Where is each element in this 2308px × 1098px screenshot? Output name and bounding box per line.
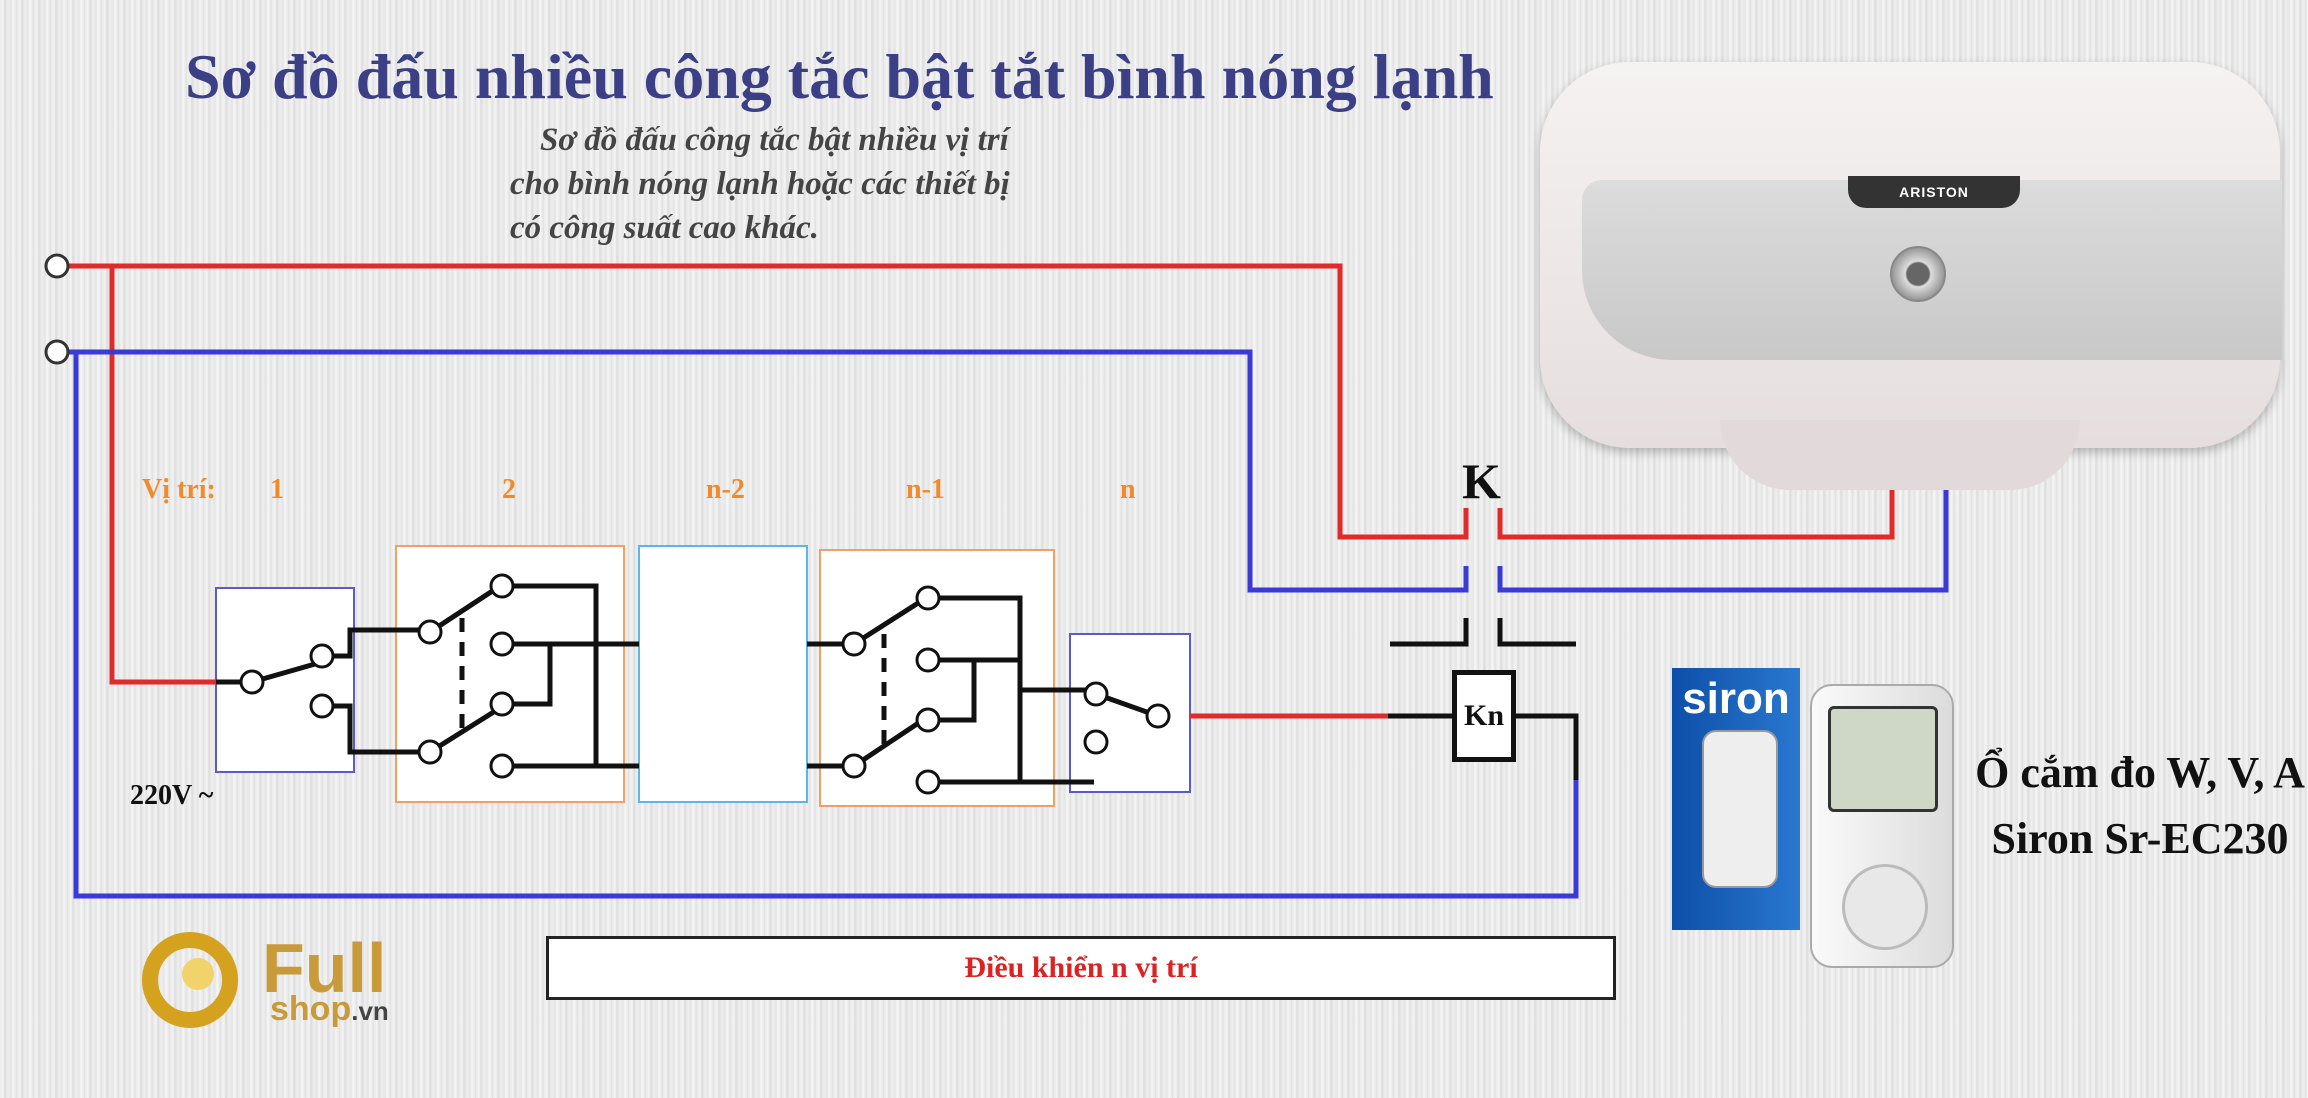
position-n-2-label: n-2 [706,474,745,505]
page-title: Sơ đồ đấu nhiều công tắc bật tắt bình nó… [185,41,1494,112]
contactor-label: K [1462,453,1501,509]
logo-tld: .vn [351,996,389,1026]
voltage-label: 220V ~ [130,780,214,811]
meter-caption-line-2: Siron Sr-EC230 [1991,814,2289,863]
fullshop-logo-icon [142,932,238,1028]
logo-shop: shop.vn [270,990,389,1029]
water-heater-knob [1890,246,1946,302]
meter-box-device [1702,730,1778,888]
position-2-label: 2 [502,474,516,505]
position-1-label: 1 [270,474,284,505]
neutral-terminal [44,339,70,365]
switch-wiring [216,583,1579,785]
live-wire [58,263,1895,719]
subtitle-line-2: cho bình nóng lạnh hoặc các thiết bị [510,166,1010,202]
position-n-label: n [1120,474,1136,505]
subtitle-line-1: Sơ đồ đấu công tắc bật nhiều vị trí [540,122,1009,158]
switch-box-n [1069,633,1191,793]
position-n-1-label: n-1 [906,474,945,505]
power-meter-screen [1828,706,1938,812]
logo-text: Full [262,929,387,1007]
power-meter-socket [1842,864,1928,950]
logo-shop-word: shop [270,990,352,1028]
position-label: Vị trí: [142,474,216,505]
meter-caption-line-1: Ổ cắm đo W, V, A [1975,748,2305,797]
subtitle-line-3: có công suất cao khác. [510,210,819,246]
meter-box-brand: siron [1682,674,1790,723]
live-terminal [44,253,70,279]
control-banner: Điều khiển n vị trí [546,936,1616,1000]
neutral-wire [58,349,1949,899]
switch-contacts [239,573,1171,795]
switch-box-n-2 [638,545,808,803]
water-heater-brand: ARISTON [1848,176,2020,208]
coil-label: Kn [1452,670,1516,762]
water-heater-base [1720,420,2080,490]
meter-caption: Ổ cắm đo W, V, A Siron Sr-EC230 [1975,740,2305,872]
